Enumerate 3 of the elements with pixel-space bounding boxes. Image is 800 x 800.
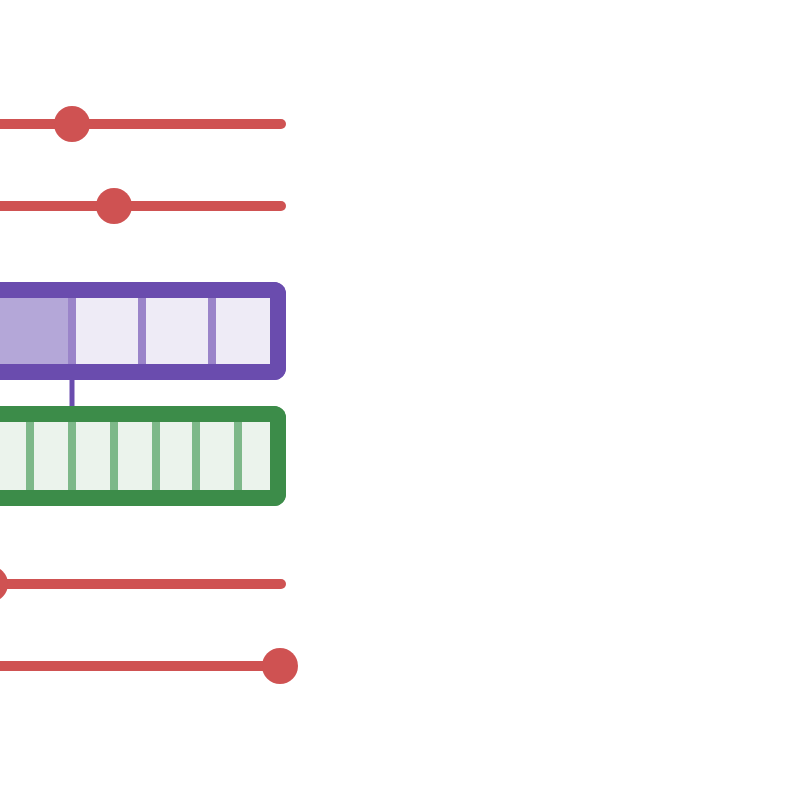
segmented-bar	[0, 406, 286, 506]
segmented-bar	[0, 282, 286, 380]
connector-line	[69, 380, 75, 406]
